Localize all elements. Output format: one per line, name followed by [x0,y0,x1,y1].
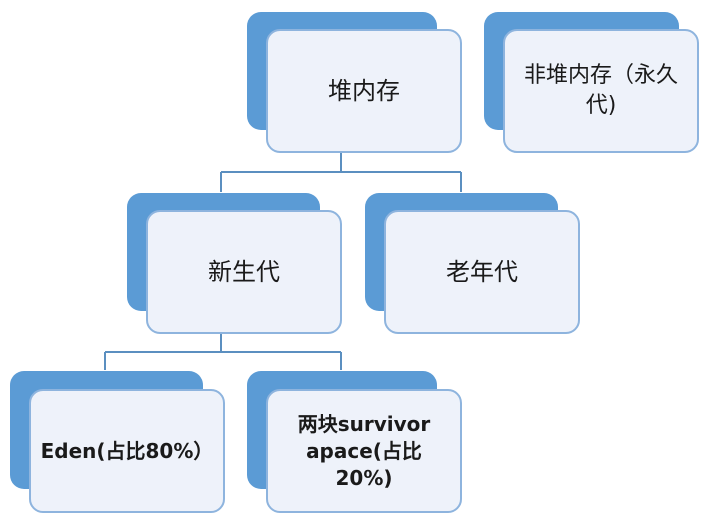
old-gen-node-card: 老年代 [384,210,580,334]
survivor-label: 两块survivor apace(占比20%) [297,411,431,490]
non-heap-label: 非堆内存（永久代) [523,63,678,118]
old-gen-label: 老年代 [446,257,518,286]
survivor-node-card: 两块survivor apace(占比20%) [266,389,462,513]
heap-node-card: 堆内存 [266,29,462,153]
non-heap-node-card: 非堆内存（永久代) [503,29,699,153]
heap-label: 堆内存 [328,76,400,105]
eden-label: Eden(占比80%） [40,438,214,463]
young-gen-node-card: 新生代 [146,210,342,334]
eden-node-card: Eden(占比80%） [29,389,225,513]
young-gen-label: 新生代 [208,257,280,286]
